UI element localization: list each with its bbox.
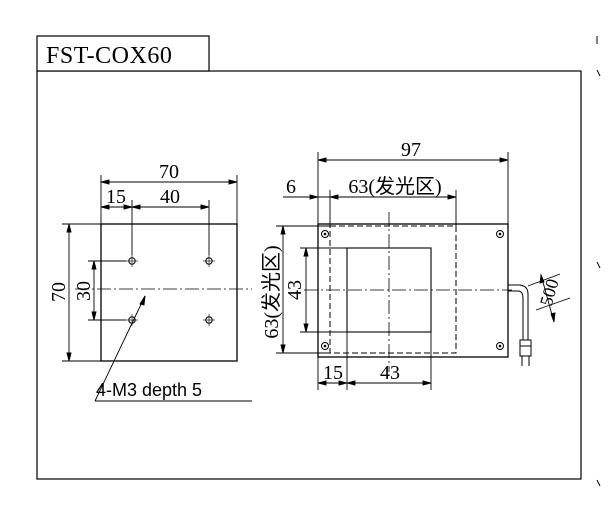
- drawing-frame: [36, 70, 582, 480]
- corner-screw: [496, 342, 504, 350]
- corner-screw: [321, 342, 329, 350]
- callout-leader: [94, 295, 252, 402]
- emitting-area: [329, 225, 457, 354]
- mounting-hole: [126, 255, 138, 267]
- side-emitting-height-label: 63(发光区): [260, 245, 283, 338]
- side-view: 97 6 63(发光区) 63(发光区) 43: [260, 139, 571, 390]
- dimension-hole-spacing-x: [100, 200, 210, 255]
- front-hole-spacing-x-label: 40: [160, 186, 180, 208]
- thread-callout: 4-M3 depth 5: [96, 380, 202, 400]
- dimension-cable-length: [527, 273, 571, 323]
- mounting-hole: [203, 255, 215, 267]
- side-window-width-label: 43: [380, 362, 400, 384]
- cable: [508, 284, 532, 366]
- side-overall-width-label: 97: [401, 139, 421, 161]
- front-view: 70 15 40 70 30: [48, 161, 252, 402]
- front-width-label: 70: [159, 161, 179, 183]
- dimension-window-height: [300, 247, 347, 333]
- side-emitting-width-label: 63(发光区): [348, 175, 441, 198]
- side-window-offset-label: 15: [323, 362, 343, 384]
- corner-screw: [496, 230, 504, 238]
- corner-screw: [321, 230, 329, 238]
- front-view-body: [100, 223, 238, 362]
- side-window-height-label: 43: [284, 280, 306, 300]
- side-edge-offset-label: 6: [286, 176, 296, 198]
- front-height-label: 70: [48, 282, 70, 302]
- mounting-hole: [203, 314, 215, 326]
- dimension-height-70: [62, 223, 101, 362]
- title-box: [36, 35, 210, 72]
- dimension-window-width: [317, 332, 432, 390]
- dimension-overall-width: [317, 152, 509, 224]
- front-hole-spacing-y-label: 30: [73, 281, 95, 301]
- dimension-hole-spacing-y: [88, 260, 126, 321]
- front-hole-offset-label: 15: [106, 186, 126, 208]
- margin-marks: [596, 36, 601, 487]
- dimension-width-70: [100, 175, 238, 224]
- dimension-emitting-width: [283, 190, 457, 226]
- model-title: FST-COX60: [46, 43, 172, 69]
- dimension-emitting-height: [276, 225, 330, 354]
